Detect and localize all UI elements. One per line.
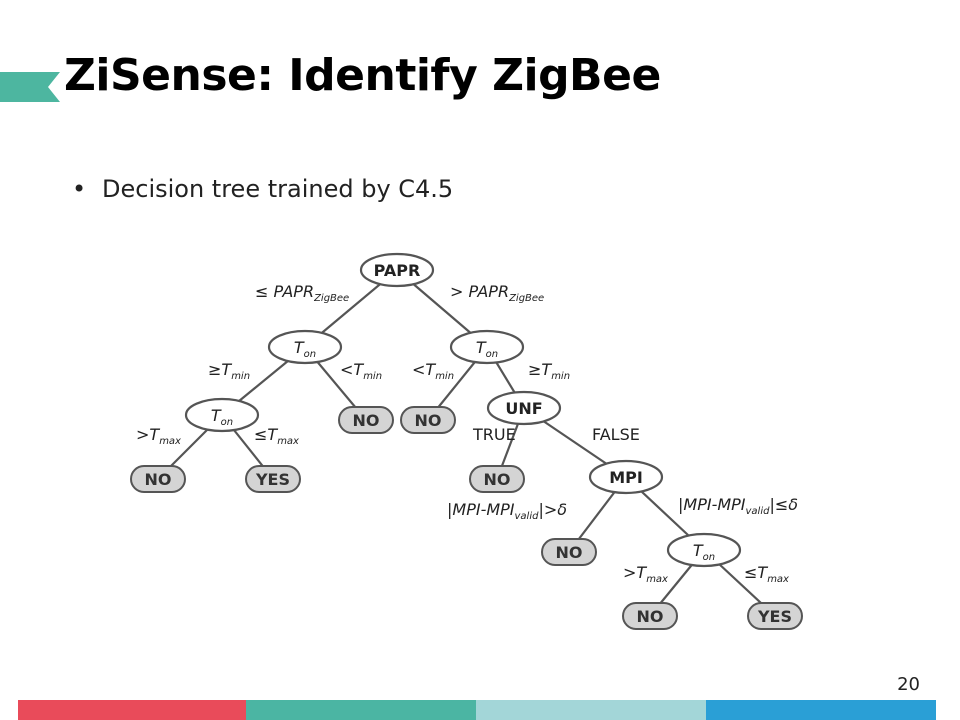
leaf-label: YES	[757, 607, 792, 626]
edge-label-t-min: <Tmin	[412, 360, 454, 382]
decision-node-ton3: Ton	[184, 397, 260, 433]
slide-title: ZiSense: Identify ZigBee	[64, 50, 661, 101]
leaf-label: NO	[637, 607, 664, 626]
leaf-node-leaf_yes_2: YES	[747, 602, 803, 630]
edge-label-t-min: ≥Tmin	[208, 360, 250, 382]
decision-node-mpi: MPI	[588, 459, 664, 495]
footer-segment-blue	[706, 700, 936, 720]
node-label: Ton	[476, 338, 498, 360]
edge-label-papr-zigbee: > PAPRZigBee	[450, 282, 544, 304]
node-label: Ton	[211, 406, 233, 428]
leaf-node-leaf_no_2: NO	[338, 406, 394, 434]
decision-node-ton1: Ton	[267, 329, 343, 365]
edge-label-mpi-mpi-valid: |MPI-MPIvalid|>δ	[447, 500, 567, 522]
edge-label-false: FALSE	[592, 425, 640, 444]
edge-label-t-min: ≥Tmin	[528, 360, 570, 382]
node-label: Ton	[294, 338, 316, 360]
leaf-node-leaf_no_4: NO	[469, 465, 525, 493]
leaf-node-leaf_no_5: NO	[541, 538, 597, 566]
footer-segment-teal	[246, 700, 476, 720]
decision-node-unf: UNF	[486, 390, 562, 426]
page-number: 20	[897, 674, 920, 695]
leaf-node-leaf_yes_1: YES	[245, 465, 301, 493]
edge-label-true: TRUE	[472, 425, 516, 444]
decision-node-papr: PAPR	[359, 252, 435, 288]
bullet-text: Decision tree trained by C4.5	[102, 175, 454, 203]
leaf-node-leaf_no_6: NO	[622, 602, 678, 630]
footer-segment-red	[18, 700, 246, 720]
decision-node-ton4: Ton	[666, 532, 742, 568]
node-label: Ton	[693, 541, 715, 563]
bullet-item: • Decision tree trained by C4.5	[72, 175, 453, 203]
edge-label-t-max: >Tmax	[623, 563, 668, 585]
leaf-label: YES	[255, 470, 290, 489]
edge-label-t-max: >Tmax	[136, 425, 181, 447]
node-label: MPI	[609, 468, 643, 487]
leaf-label: NO	[556, 543, 583, 562]
decision-tree-diagram: ≤ PAPRZigBee > PAPRZigBee ≥Tmin <Tmin >Tmax ≤…	[130, 252, 803, 630]
node-label: PAPR	[374, 261, 421, 280]
edge-label-t-max: ≤Tmax	[254, 425, 299, 447]
node-label: UNF	[505, 399, 542, 418]
footer-color-bar	[18, 700, 936, 720]
decision-node-ton2: Ton	[449, 329, 525, 365]
leaf-label: NO	[353, 411, 380, 430]
tree-edge-labels: ≤ PAPRZigBee > PAPRZigBee ≥Tmin <Tmin >Tmax ≤…	[136, 282, 798, 585]
leaf-label: NO	[484, 470, 511, 489]
edge-label-t-max: ≤Tmax	[744, 563, 789, 585]
edge-label-mpi-mpi-valid: |MPI-MPIvalid|≤δ	[678, 495, 798, 517]
tree-edges	[157, 269, 776, 617]
leaf-node-leaf_no_1: NO	[130, 465, 186, 493]
footer-segment-light-teal	[476, 700, 706, 720]
bullet-dot-icon: •	[72, 175, 87, 203]
edge-label-t-min: <Tmin	[340, 360, 382, 382]
edge-label-papr-zigbee: ≤ PAPRZigBee	[255, 282, 349, 304]
leaf-node-leaf_no_3: NO	[400, 406, 456, 434]
leaf-label: NO	[415, 411, 442, 430]
title-accent-arrow	[0, 72, 60, 102]
leaf-label: NO	[145, 470, 172, 489]
